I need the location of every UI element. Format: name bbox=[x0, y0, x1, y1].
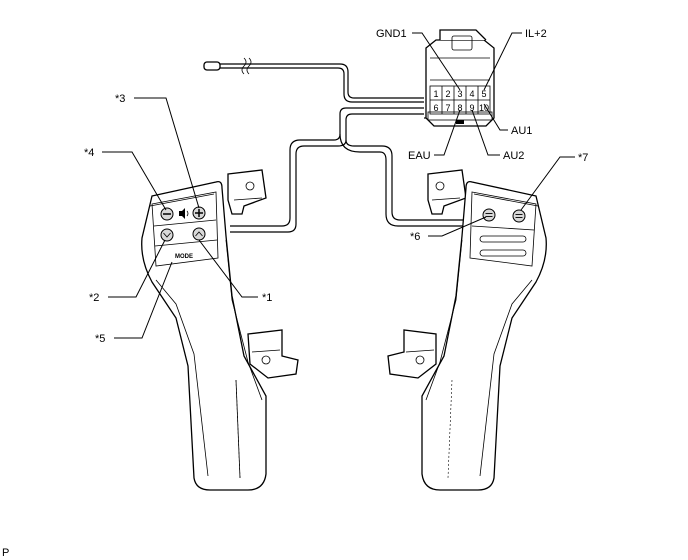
label-gnd1: GND1 bbox=[376, 28, 407, 40]
callout-5: *5 bbox=[95, 333, 105, 345]
hang-up-button[interactable] bbox=[512, 209, 526, 223]
pin-5: 5 bbox=[481, 89, 486, 99]
figure-code: P bbox=[2, 547, 9, 559]
pin-grid: 1 2 3 4 5 6 7 8 9 10 bbox=[429, 85, 491, 115]
pin-4: 4 bbox=[469, 89, 474, 99]
grip-grooves bbox=[479, 235, 527, 257]
callout-7: *7 bbox=[578, 152, 588, 164]
talk-button[interactable] bbox=[482, 208, 496, 222]
label-au1: AU1 bbox=[511, 125, 532, 137]
callout-6: *6 bbox=[410, 231, 420, 243]
mode-label: MODE bbox=[175, 254, 193, 260]
callout-leaders bbox=[102, 97, 575, 339]
pin-7: 7 bbox=[445, 103, 450, 113]
seek-down-button[interactable] bbox=[160, 228, 174, 242]
mode-button[interactable]: MODE bbox=[175, 254, 193, 260]
left-steering-switch: MODE bbox=[141, 169, 299, 491]
callout-1: *1 bbox=[262, 292, 272, 304]
callout-4: *4 bbox=[84, 147, 94, 159]
connector-leaders bbox=[412, 32, 522, 156]
pin-6: 6 bbox=[433, 103, 438, 113]
volume-up-button[interactable] bbox=[192, 206, 206, 220]
callout-2: *2 bbox=[89, 292, 99, 304]
left-mount-bracket-top bbox=[227, 169, 267, 215]
pin-2: 2 bbox=[445, 89, 450, 99]
pin-9: 9 bbox=[469, 103, 474, 113]
speaker-icon bbox=[179, 208, 189, 219]
pin-1: 1 bbox=[433, 89, 438, 99]
right-mount-bracket-bottom bbox=[387, 329, 437, 379]
label-au2: AU2 bbox=[503, 150, 524, 162]
callout-3: *3 bbox=[115, 93, 125, 105]
right-steering-switch bbox=[387, 169, 547, 491]
pin-3: 3 bbox=[457, 89, 462, 99]
volume-down-button[interactable] bbox=[160, 207, 174, 221]
right-mount-bracket-top bbox=[427, 169, 467, 215]
plug-lead bbox=[203, 57, 424, 103]
label-il2: IL+2 bbox=[525, 28, 547, 40]
pin-8: 8 bbox=[457, 103, 462, 113]
label-eau: EAU bbox=[408, 150, 431, 162]
left-mount-bracket-bottom bbox=[247, 329, 299, 379]
connector: 1 2 3 4 5 6 7 8 9 10 bbox=[425, 29, 495, 127]
pin-10: 10 bbox=[479, 103, 489, 113]
seek-up-button[interactable] bbox=[192, 227, 206, 241]
